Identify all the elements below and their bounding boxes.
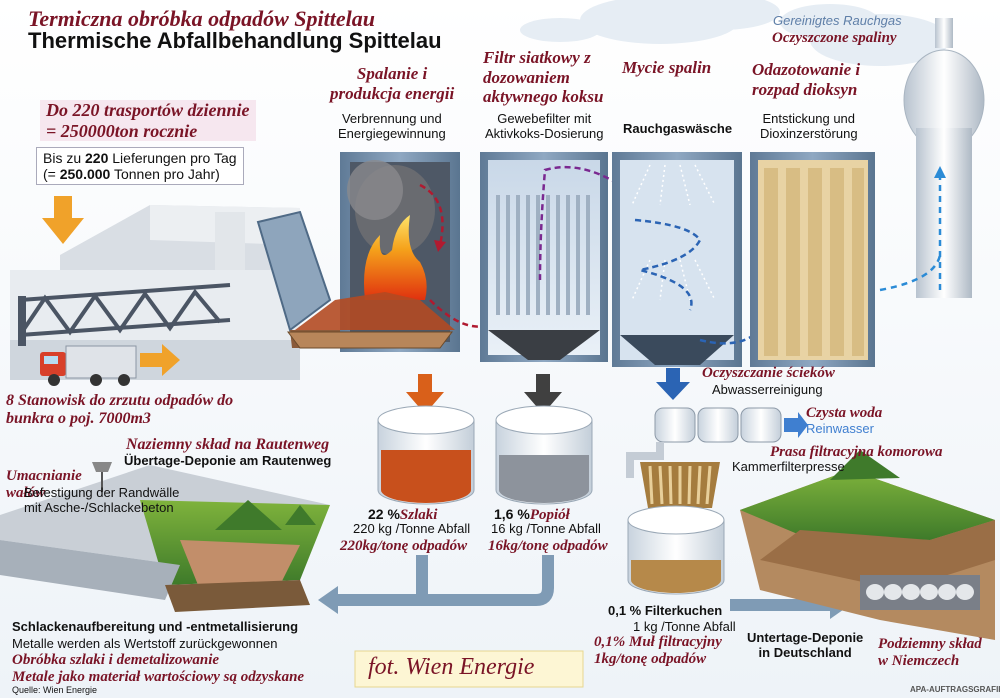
truck-icon bbox=[40, 345, 137, 386]
surface-deposit-label-de: Übertage-Deponie am Rautenweg bbox=[124, 453, 332, 468]
filter-press-label-de: Kammerfilterpresse bbox=[732, 459, 845, 474]
ash-tank bbox=[495, 405, 593, 505]
cloud-icon bbox=[520, 0, 950, 66]
crane-icon bbox=[92, 462, 112, 492]
combustion-chamber bbox=[256, 152, 501, 352]
wastewater-plant bbox=[626, 407, 808, 478]
underground-label-de: Untertage-Deponie in Deutschland bbox=[747, 630, 864, 660]
incineration-building bbox=[10, 196, 300, 386]
ash-percent-label: 1,6 %Popiół bbox=[494, 506, 570, 523]
slag-weight-pl: 220kg/tonę odpadów bbox=[340, 538, 468, 554]
photo-credit: fot. Wien Energie bbox=[368, 654, 535, 680]
filter-label-pl: Filtr siatkowy z dozowaniem aktywnego ko… bbox=[483, 48, 604, 107]
slag-processing-de: Metalle werden als Wertstoff zurückgewon… bbox=[12, 636, 278, 651]
agency-label: APA-AUFTRAGSGRAFIK bbox=[910, 685, 1000, 694]
wash-label-pl: Mycie spalin bbox=[622, 58, 712, 77]
slag-percent-label: 22 %Szlaki bbox=[368, 506, 438, 523]
title-german: Thermische Abfallbehandlung Spittelau bbox=[28, 28, 442, 53]
filter-cake-weight-de: 1 kg /Tonne Abfall bbox=[633, 619, 736, 634]
denox-label-de: Entstickung und Dioxinzerstörung bbox=[760, 111, 858, 141]
source-label: Quelle: Wien Energie bbox=[12, 685, 98, 695]
delivery-label-pl: Do 220 trasportów dziennie = 250000ton r… bbox=[40, 100, 256, 142]
arrow-left-icon bbox=[318, 586, 338, 614]
fabric-filter bbox=[480, 152, 630, 362]
wash-label-de: Rauchgaswäsche bbox=[623, 121, 733, 136]
bunker-label-pl: 8 Stanowisk do zrzutu odpadów do bunkra … bbox=[6, 392, 234, 428]
underground-label-pl: Podziemny skład w Niemczech bbox=[878, 636, 982, 670]
combustion-label-pl: Spalanie i produkcja energii bbox=[330, 64, 455, 103]
slag-processing-pl: Obróbka szlaki i demetalizowanie Metale … bbox=[12, 652, 305, 686]
arrow-right-icon bbox=[140, 344, 180, 376]
ash-weight-pl: 16kg/tonę odpadów bbox=[488, 538, 608, 554]
surface-landfill bbox=[0, 462, 330, 612]
ash-weight-de: 16 kg /Tonne Abfall bbox=[491, 521, 601, 536]
wastewater-label-pl: Oczyszczanie ścieków bbox=[702, 365, 835, 381]
filter-cake-weight-pl: 0,1% Muł filtracyjny 1kg/tonę odpadów bbox=[594, 634, 722, 668]
slag-weight-de: 220 kg /Tonne Abfall bbox=[353, 521, 471, 536]
delivery-label-de: Bis zu 220 Lieferungen pro Tag (= 250.00… bbox=[36, 147, 244, 186]
tower-icon bbox=[879, 18, 985, 298]
reinforcement-label-pl: Umacnianie wałów bbox=[6, 468, 82, 502]
arrow-down-icon bbox=[42, 196, 84, 244]
clean-gas-label-pl: Oczyszczone spaliny bbox=[772, 30, 897, 46]
flue-gas-scrubber bbox=[612, 152, 761, 367]
slag-processing-title: Schlackenaufbereitung und -entmetallisie… bbox=[12, 619, 299, 634]
arrow-down-icon bbox=[524, 374, 562, 414]
chamber-filter-press bbox=[640, 462, 720, 544]
clean-water-label-pl: Czysta woda bbox=[806, 405, 883, 421]
title-polish: Termiczna obróbka odpadów Spittelau bbox=[28, 6, 375, 31]
filter-press-label-pl: Prasa filtracyjna komorowa bbox=[770, 444, 943, 460]
filter-cake-title: 0,1 % Filterkuchen bbox=[608, 603, 723, 618]
filter-label-de: Gewebefilter mit Aktivkoks-Dosierung bbox=[485, 111, 604, 141]
denox-unit bbox=[750, 152, 875, 367]
surface-deposit-label-pl: Naziemny skład na Rautenweg bbox=[126, 436, 330, 453]
arrow-down-icon bbox=[406, 374, 444, 414]
wastewater-label-de: Abwasserreinigung bbox=[712, 382, 823, 397]
reinforcement-label-de: Befestigung der Randwälle mit Asche-/Sch… bbox=[24, 485, 180, 515]
combustion-label-de: Verbrennung und Energiegewinnung bbox=[338, 111, 446, 141]
underground-landfill bbox=[740, 450, 995, 640]
clean-water-label-de: Reinwasser bbox=[806, 421, 874, 436]
clean-gas-label-de: Gereinigtes Rauchgas bbox=[773, 13, 902, 28]
filter-cake-tank bbox=[627, 505, 725, 595]
slag-tank bbox=[377, 405, 475, 505]
denox-label-pl: Odazotowanie i rozpad dioksyn bbox=[752, 60, 861, 99]
arrow-down-icon bbox=[656, 368, 690, 400]
